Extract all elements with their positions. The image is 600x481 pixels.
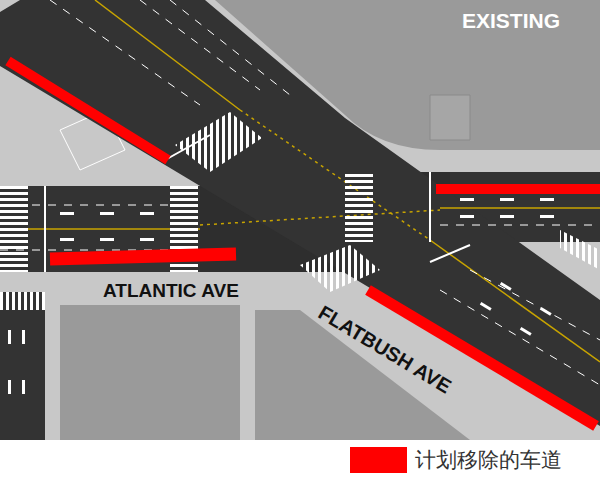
sidewalk	[0, 0, 600, 440]
legend-text: 计划移除的车道	[415, 448, 562, 471]
crosswalk	[300, 245, 380, 292]
map-title: EXISTING	[462, 9, 560, 32]
crosswalk	[0, 186, 28, 272]
crosswalk	[175, 112, 262, 172]
removed-lane	[8, 61, 168, 160]
street-name: ATLANTIC AVE	[103, 281, 239, 302]
flatbush-ave	[0, 0, 600, 426]
city-block	[60, 305, 240, 440]
legend-swatch	[350, 447, 407, 473]
crosswalk	[345, 172, 373, 242]
street-plan	[0, 0, 600, 440]
crosswalk	[0, 292, 45, 310]
side-street	[0, 292, 45, 440]
hatched-area	[560, 230, 600, 270]
building	[430, 95, 470, 140]
removed-lane	[50, 254, 236, 259]
removed-lane	[436, 184, 600, 194]
